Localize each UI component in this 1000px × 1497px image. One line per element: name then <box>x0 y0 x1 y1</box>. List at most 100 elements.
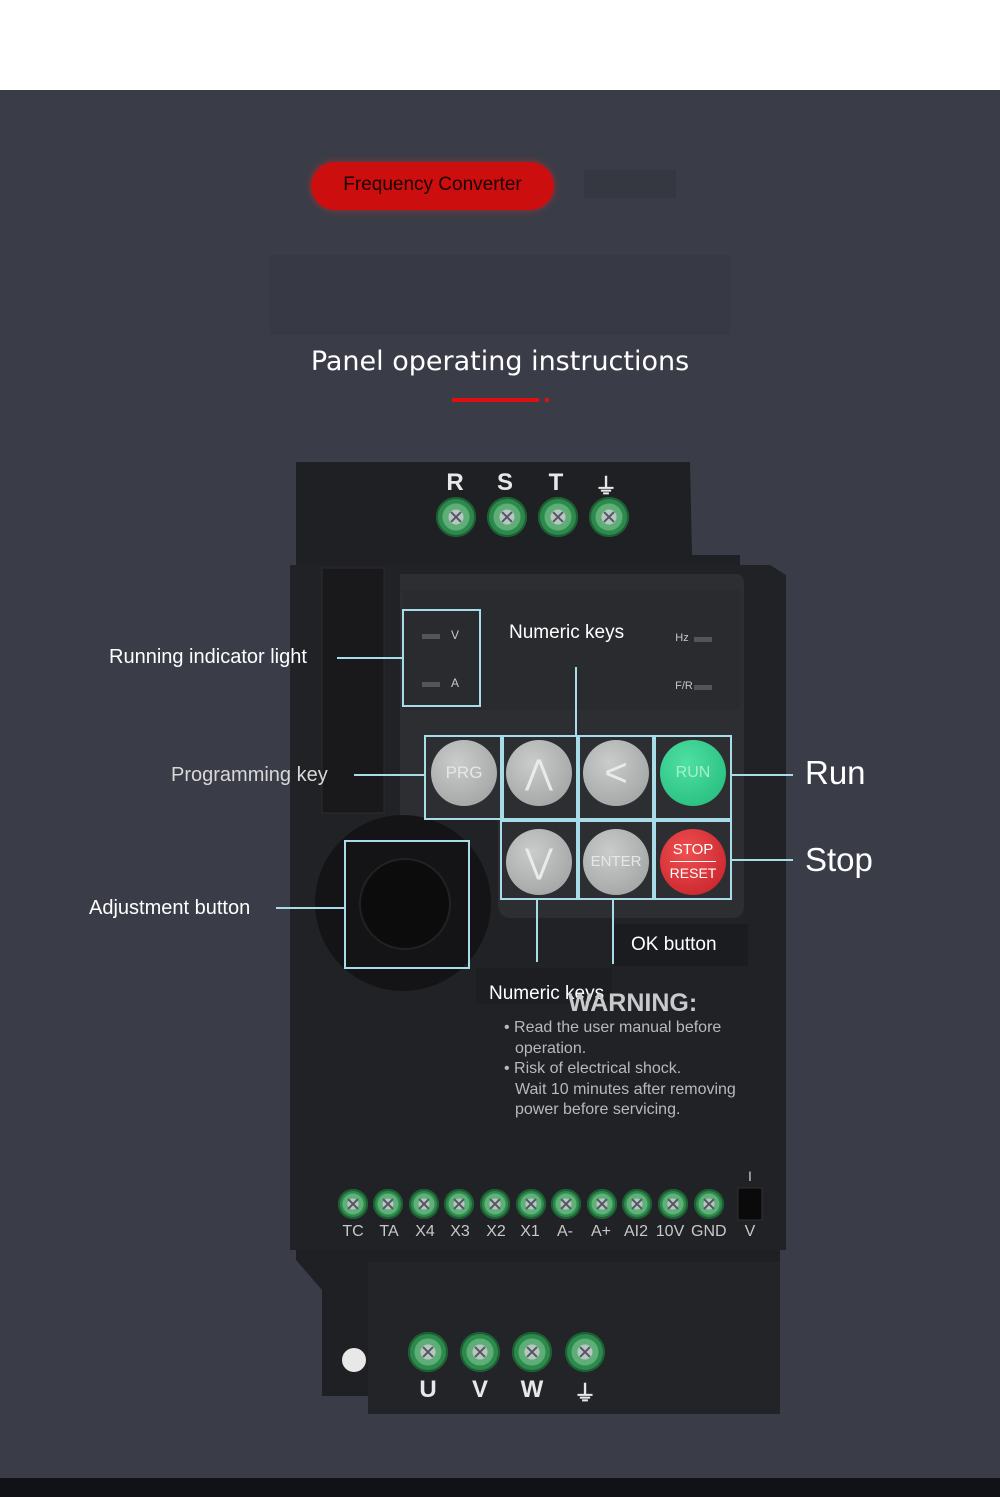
ok-button-leader <box>612 898 614 964</box>
run-highlight-box <box>652 735 732 820</box>
numeric-keys-top-leader <box>575 667 577 735</box>
left-key[interactable]: < <box>583 740 649 806</box>
prg-highlight-box <box>424 735 504 820</box>
terminal-label-gnd: GND <box>691 1223 727 1240</box>
input-screw-s <box>487 497 527 537</box>
input-screw-r <box>436 497 476 537</box>
terminal-label-tc: TC <box>342 1223 364 1240</box>
adjustment-leader <box>276 907 344 909</box>
control-screw <box>338 1189 368 1219</box>
terminal-label-ground-in: ⏚ <box>594 474 617 499</box>
terminal-label-x4: X4 <box>415 1223 435 1240</box>
control-screw <box>694 1189 724 1219</box>
indicator-highlight-box <box>402 609 481 707</box>
control-screw <box>658 1189 688 1219</box>
running-indicator-leader <box>337 657 403 659</box>
control-screw <box>480 1189 510 1219</box>
terminal-label-x1: X1 <box>520 1223 540 1240</box>
frequency-converter-badge: Frequency Converter <box>311 162 554 210</box>
terminal-label-t: T <box>548 469 564 496</box>
output-screw-w <box>512 1332 552 1372</box>
reset-label: RESET <box>669 865 717 881</box>
mount-hole <box>342 1348 366 1372</box>
terminal-label-x2: X2 <box>486 1223 506 1240</box>
adjustment-button-callout: Adjustment button <box>89 897 251 919</box>
terminal-label-s: S <box>496 469 513 496</box>
control-screw <box>551 1189 581 1219</box>
warning-line-2: operation. <box>515 1040 587 1057</box>
title-underline-dot <box>545 398 549 402</box>
ghost-decoration <box>584 170 676 198</box>
terminal-label-a-plus: A+ <box>590 1223 611 1240</box>
terminal-label-ta: TA <box>379 1223 399 1240</box>
numeric-keys-bottom-callout: Numeric keys <box>489 983 605 1004</box>
terminal-label-x3: X3 <box>450 1223 470 1240</box>
enter-key[interactable]: ENTER <box>583 829 649 895</box>
running-indicator-callout: Running indicator light <box>109 646 307 668</box>
knob-highlight-box <box>344 840 470 969</box>
ok-button-callout-bg <box>614 924 748 966</box>
control-screw <box>622 1189 652 1219</box>
run-leader <box>730 774 793 776</box>
indicator-label-a: A <box>450 676 459 690</box>
control-screw <box>409 1189 439 1219</box>
control-terminal-row <box>336 1188 736 1248</box>
up-key[interactable]: ⋀ <box>506 740 572 806</box>
stop-highlight-box <box>652 820 732 900</box>
control-screw <box>444 1189 474 1219</box>
stop-reset-key[interactable]: STOP RESET <box>660 829 726 895</box>
numeric-keys-bottom-callout-bg <box>476 968 612 1004</box>
output-screw-v <box>460 1332 500 1372</box>
input-screw-t <box>538 497 578 537</box>
warning-line-1: • Read the user manual before <box>504 1019 722 1036</box>
down-key[interactable]: ⋁ <box>506 829 572 895</box>
input-screw-ground <box>589 497 629 537</box>
terminal-label-ai2: AI2 <box>623 1223 648 1240</box>
page-title: Panel operating instructions <box>310 346 690 377</box>
left-highlight-box <box>576 735 656 820</box>
run-key[interactable]: RUN <box>660 740 726 806</box>
stop-label: STOP <box>672 841 714 858</box>
programming-key-callout: Programming key <box>171 764 328 786</box>
terminal-label-a-minus: A- <box>557 1223 573 1240</box>
output-screw-ground <box>565 1332 605 1372</box>
side-strip <box>321 567 385 814</box>
switch-label-v: V <box>744 1223 756 1240</box>
terminal-label-r: R <box>446 469 464 496</box>
enter-highlight-box <box>576 820 656 900</box>
control-screw <box>373 1189 403 1219</box>
iv-switch <box>737 1187 763 1221</box>
terminal-label-v: V <box>471 1376 488 1403</box>
adjustment-knob <box>359 858 451 950</box>
down-highlight-box <box>500 820 580 900</box>
indicator-label-fr: F/R <box>675 680 693 692</box>
led-v <box>422 634 440 639</box>
switch-label-i: I <box>748 1168 752 1184</box>
prg-key[interactable]: PRG <box>431 740 497 806</box>
terminal-label-w: W <box>520 1376 544 1403</box>
output-screw-u <box>408 1332 448 1372</box>
control-screw <box>516 1189 546 1219</box>
stop-leader <box>730 859 793 861</box>
ghost-watermark <box>270 255 730 335</box>
title-underline <box>452 398 539 402</box>
programming-key-leader <box>354 774 424 776</box>
indicator-label-v: V <box>450 628 459 642</box>
warning-title: WARNING: <box>568 989 698 1017</box>
indicator-label-hz: Hz <box>675 632 689 644</box>
led-fr <box>694 685 712 690</box>
numeric-keys-top-callout: Numeric keys <box>509 622 625 643</box>
up-highlight-box <box>500 735 580 820</box>
led-a <box>422 682 440 687</box>
terminal-label-u: U <box>419 1376 437 1403</box>
ok-button-callout: OK button <box>631 934 717 955</box>
run-callout: Run <box>805 754 866 791</box>
terminal-label-10v: 10V <box>655 1223 685 1240</box>
numeric-keys-bottom-leader <box>536 898 538 962</box>
footer-band <box>0 1478 1000 1497</box>
terminal-label-ground-out: ⏚ <box>573 1381 596 1406</box>
stop-divider <box>670 861 716 862</box>
led-hz <box>694 637 712 642</box>
control-screw <box>587 1189 617 1219</box>
stop-callout: Stop <box>805 841 873 878</box>
